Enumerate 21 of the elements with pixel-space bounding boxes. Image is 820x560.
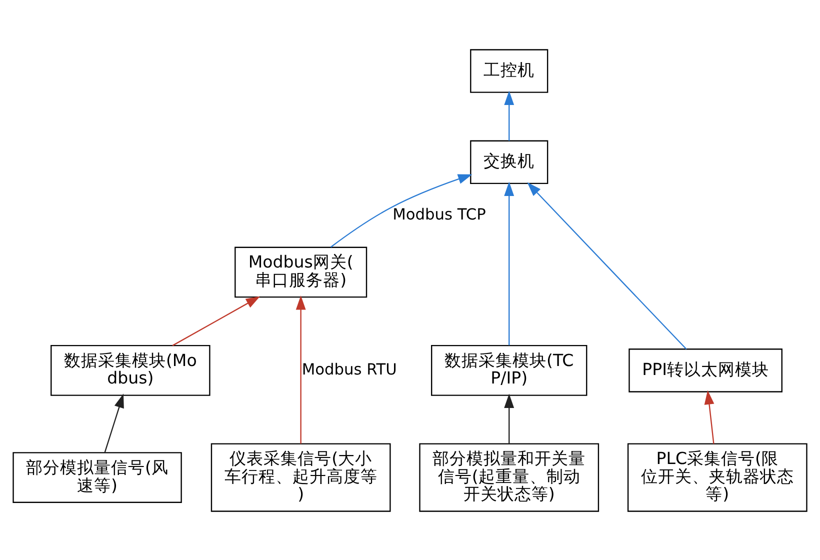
node-box: 部分模拟量和开关量信号(起重量、制动开关状态等) <box>419 442 600 512</box>
node-box: 交换机 <box>470 140 548 184</box>
arrow <box>504 393 514 444</box>
arrow <box>504 90 514 140</box>
node-box: 工控机 <box>470 48 548 92</box>
edge-label: Modbus TCP <box>392 204 486 223</box>
arrow <box>527 182 687 350</box>
node-box: PLC采集信号(限位开关、夹轨器状态等) <box>627 442 808 512</box>
arrow <box>504 181 514 345</box>
arrow <box>296 295 306 444</box>
node-box: 部分模拟量信号(风速等) <box>12 452 182 502</box>
arrow <box>330 174 472 248</box>
node-box: 仪表采集信号(大小车行程、起升高度等) <box>210 442 391 512</box>
edge-label: Modbus RTU <box>302 360 397 378</box>
node-box: PPI转以太网模块 <box>628 348 782 392</box>
arrow <box>172 296 260 346</box>
node-box: 数据采集模块(Modbus) <box>50 344 210 396</box>
node-box: Modbus网关(串口服务器) <box>234 246 368 298</box>
arrow <box>104 393 124 452</box>
node-box: 数据采集模块(TCP/IP) <box>431 344 588 396</box>
arrow <box>704 390 714 444</box>
